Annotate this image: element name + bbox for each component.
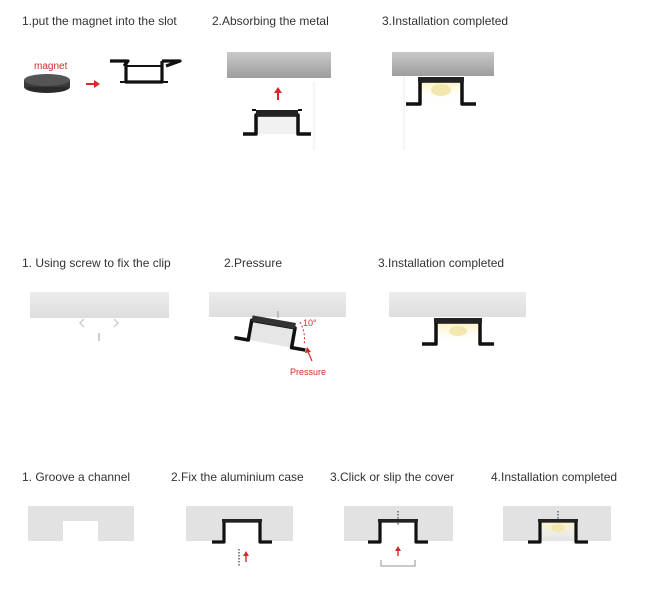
row3-step4-label: 4.Installation completed <box>491 470 618 484</box>
pressure-label: Pressure <box>290 367 327 377</box>
aluminium-case <box>212 519 272 544</box>
row2-step2-label: 2.Pressure <box>224 256 283 270</box>
diffuser-cover <box>380 560 416 567</box>
arrow-up-small-icon <box>243 551 249 562</box>
clip-icon <box>78 318 120 341</box>
angle-label: 10° <box>303 318 317 328</box>
case-completed <box>528 511 588 544</box>
row1-step2-label: 2.Absorbing the metal <box>212 14 329 28</box>
arrow-up-icon <box>274 87 282 100</box>
row1-step3-label: 3.Installation completed <box>382 14 509 28</box>
profile-clipped <box>422 318 494 346</box>
row3-step1-label: 1. Groove a channel <box>22 470 131 484</box>
profile-with-slot <box>110 59 182 84</box>
magnet-disc <box>24 74 70 93</box>
profile-installed <box>406 77 476 106</box>
row1-step1-label: 1.put the magnet into the slot <box>22 14 177 28</box>
row3-step2-label: 2.Fix the aluminium case <box>171 470 304 484</box>
ceiling-panel-1 <box>30 292 169 318</box>
profile-rising <box>243 109 311 136</box>
groove-panel <box>28 506 134 541</box>
magnet-label: magnet <box>34 61 68 72</box>
ceiling-panel-3 <box>389 292 526 317</box>
row3-step3-label: 3.Click or slip the cover <box>330 470 455 484</box>
profile-tilted <box>234 315 306 352</box>
pressure-arrow-icon <box>305 347 313 362</box>
arrow-right-icon <box>86 80 100 88</box>
angle-arc <box>299 321 305 346</box>
metal-plate-installed <box>392 52 494 76</box>
case-with-screw <box>368 511 428 544</box>
arrow-up-cover-icon <box>395 546 401 556</box>
metal-plate <box>227 52 331 78</box>
row2-step1-label: 1. Using screw to fix the clip <box>22 256 171 270</box>
row2-step3-label: 3.Installation completed <box>378 256 505 270</box>
